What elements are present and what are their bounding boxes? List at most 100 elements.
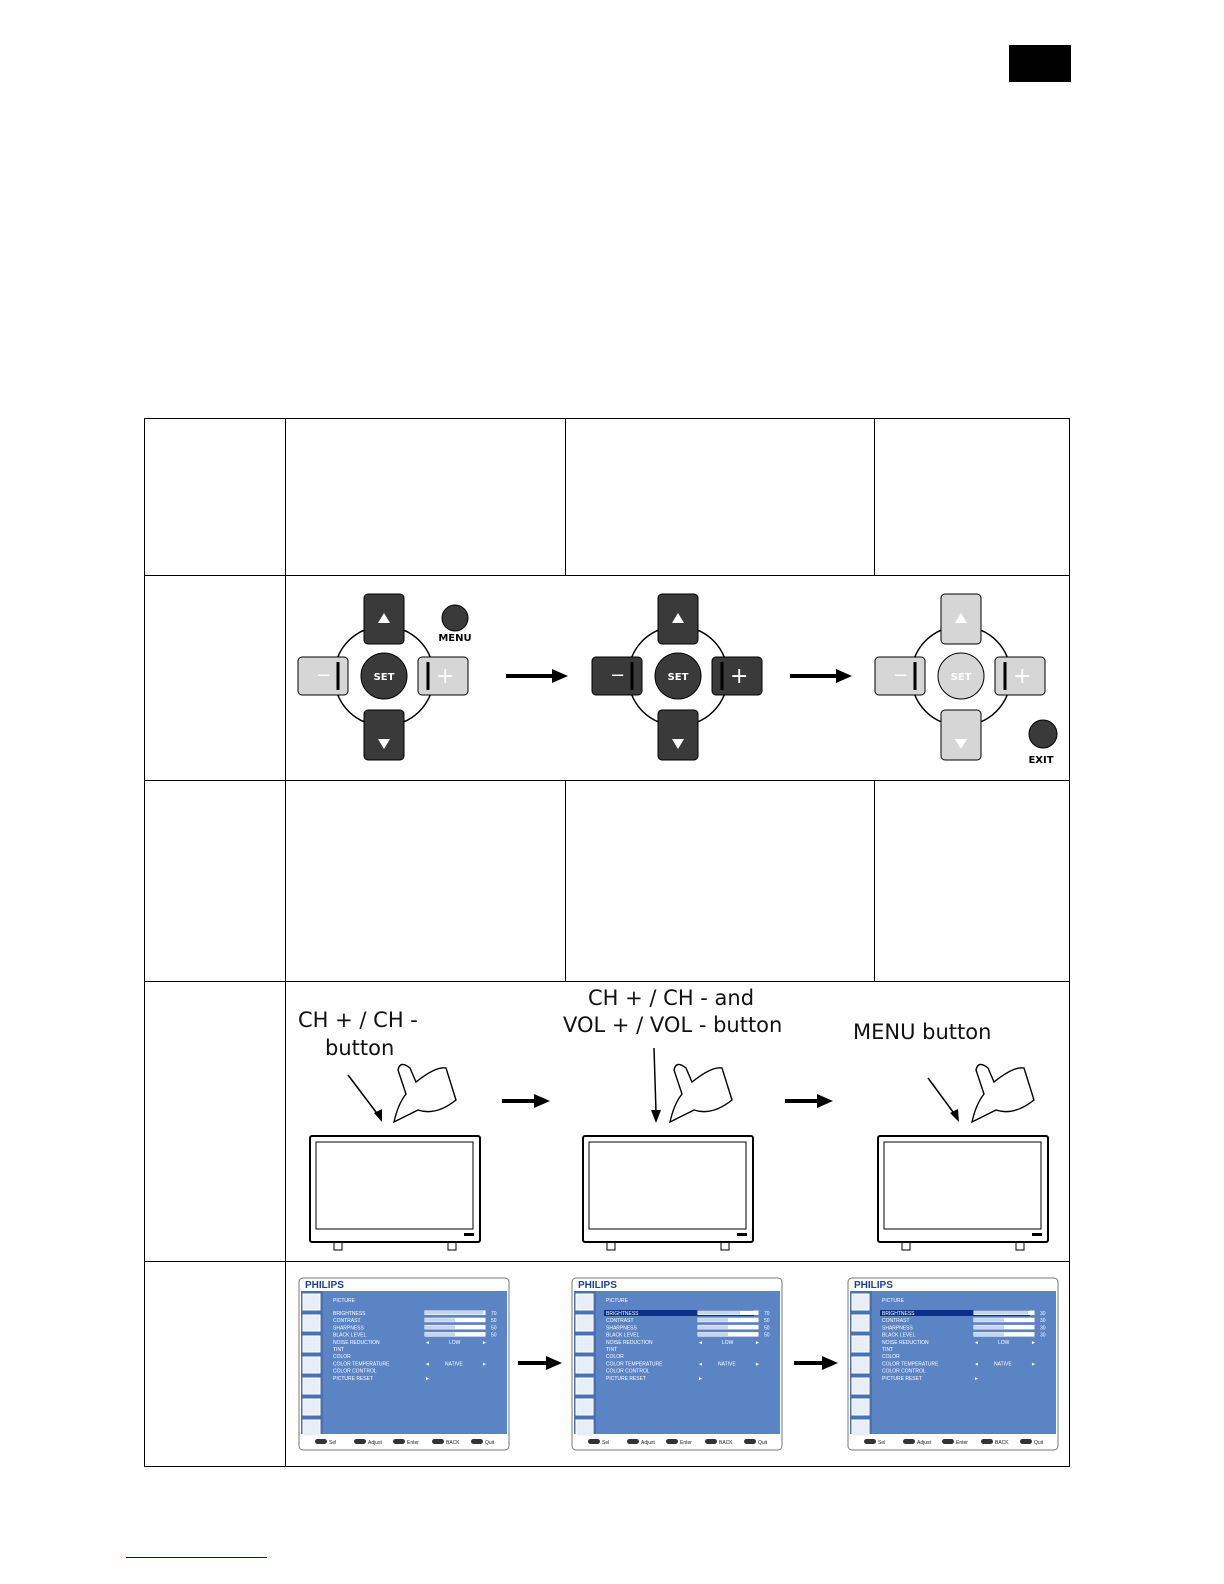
osd-footer-key-icon bbox=[903, 1439, 916, 1444]
down-arrow-icon bbox=[955, 739, 968, 749]
osd-item-label: SHARPNESS bbox=[882, 1325, 914, 1331]
monitor-3 bbox=[877, 1135, 1050, 1251]
down-arrow-icon bbox=[672, 739, 685, 749]
osd-footer-label: Quit bbox=[1034, 1440, 1044, 1446]
osd-slider-fill bbox=[698, 1318, 729, 1322]
hand-illustration-cell: CH + / CH - button CH + / CH - and bbox=[285, 981, 1070, 1262]
osd-footer-label: BACK bbox=[719, 1440, 733, 1446]
plus-button bbox=[711, 656, 763, 696]
osd-slider-fill bbox=[974, 1311, 1029, 1315]
footer-link-underline bbox=[126, 1557, 267, 1558]
pip-icon bbox=[575, 1356, 594, 1374]
osd-item-label: NOISE REDUCTION bbox=[333, 1340, 380, 1346]
up-arrow-icon bbox=[378, 613, 391, 623]
audio-icon bbox=[302, 1335, 321, 1353]
keypad-sequence-illustration: − + SET MENU bbox=[297, 593, 1058, 766]
minus-icon: − bbox=[610, 665, 625, 686]
screen-icon bbox=[302, 1314, 321, 1332]
set-button bbox=[360, 652, 408, 700]
screen-icon bbox=[851, 1314, 870, 1332]
osd-item-label: BLACK LEVEL bbox=[333, 1333, 367, 1339]
osd-item-label: COLOR bbox=[882, 1354, 900, 1360]
step1-label-line1: CH + / CH - bbox=[298, 1008, 418, 1032]
osd-item-label: CONTRAST bbox=[333, 1318, 361, 1324]
picture-icon bbox=[302, 1293, 321, 1311]
osd-item-label: SHARPNESS bbox=[606, 1325, 638, 1331]
text-cell bbox=[565, 780, 875, 982]
text-cell bbox=[285, 780, 567, 982]
osd-item-label: BRIGHTNESS bbox=[333, 1311, 366, 1317]
osd-slider-fill bbox=[974, 1318, 1005, 1322]
osd-slider-value: 70 bbox=[764, 1311, 770, 1317]
down-button bbox=[940, 709, 982, 761]
osd-menu-title: PICTURE bbox=[333, 1298, 356, 1304]
osd-item-label: NOISE REDUCTION bbox=[882, 1340, 929, 1346]
osd-footer-key-icon bbox=[432, 1439, 445, 1444]
osd-left-chevron-icon: ◄ bbox=[425, 1361, 430, 1367]
osd-footer-key-icon bbox=[354, 1439, 367, 1444]
osd-footer-key-icon bbox=[393, 1439, 406, 1444]
set-button bbox=[654, 652, 702, 700]
step2-label-line2: VOL + / VOL - button bbox=[563, 1013, 782, 1037]
plus-icon: + bbox=[730, 664, 748, 689]
osd-footer-label: Adjust bbox=[368, 1440, 383, 1446]
down-button bbox=[363, 709, 405, 761]
osd-item-label: NOISE REDUCTION bbox=[606, 1340, 653, 1346]
osd-item-label: BLACK LEVEL bbox=[606, 1333, 640, 1339]
osd-slider-fill bbox=[698, 1325, 729, 1329]
osd-slider-value: 50 bbox=[764, 1318, 770, 1324]
osd-arrow-1 bbox=[518, 1356, 563, 1370]
osd-slider-value: 50 bbox=[491, 1325, 497, 1331]
osd-slider-value: 50 bbox=[491, 1318, 497, 1324]
row-header-cell bbox=[143, 981, 287, 1262]
osd-item-label: SHARPNESS bbox=[333, 1325, 365, 1331]
keypad-row: − + SET MENU bbox=[143, 575, 1070, 781]
philips-logo: PHILIPS bbox=[854, 1280, 893, 1291]
osd-left-chevron-icon: ◄ bbox=[425, 1340, 430, 1346]
configuration2-icon bbox=[851, 1398, 870, 1416]
hand-row: CH + / CH - button CH + / CH - and bbox=[143, 981, 1070, 1262]
osd-footer-label: Quit bbox=[485, 1440, 495, 1446]
osd-footer-label: Enter bbox=[407, 1440, 419, 1446]
configuration2-icon bbox=[302, 1398, 321, 1416]
configuration1-icon bbox=[851, 1377, 870, 1395]
osd-footer-label: Quit bbox=[758, 1440, 768, 1446]
screen-icon bbox=[575, 1314, 594, 1332]
advanced-icon bbox=[302, 1419, 321, 1437]
osd-footer-key-icon bbox=[1020, 1439, 1033, 1444]
set-label: SET bbox=[951, 672, 972, 683]
osd-footer-key-icon bbox=[942, 1439, 955, 1444]
osd-item-label: PICTURE RESET bbox=[882, 1376, 922, 1382]
monitor-2 bbox=[582, 1135, 755, 1251]
hand-sequence-illustration: CH + / CH - button CH + / CH - and bbox=[298, 986, 1050, 1251]
hand-icon bbox=[393, 1063, 457, 1124]
text-cell bbox=[873, 418, 1071, 576]
osd-item-label: COLOR CONTROL bbox=[333, 1369, 377, 1375]
osd-item-label: PICTURE RESET bbox=[333, 1376, 373, 1382]
osd-item-label: CONTRAST bbox=[606, 1318, 634, 1324]
osd-left-chevron-icon: ◄ bbox=[698, 1361, 703, 1367]
hand-icon bbox=[669, 1063, 733, 1124]
audio-icon bbox=[575, 1335, 594, 1353]
keypad-illustration-cell: − + SET MENU bbox=[285, 575, 1070, 781]
menu-button bbox=[441, 604, 469, 632]
osd-item-label: COLOR bbox=[333, 1354, 351, 1360]
osd-item-label: COLOR TEMPERATURE bbox=[882, 1361, 939, 1367]
osd-right-chevron-icon: ► bbox=[1031, 1361, 1036, 1367]
osd-slider-value: 50 bbox=[764, 1333, 770, 1339]
picture-icon bbox=[851, 1293, 870, 1311]
osd-slider-fill bbox=[698, 1311, 741, 1315]
osd-item-label: BRIGHTNESS bbox=[882, 1311, 915, 1317]
osd-footer-key-icon bbox=[981, 1439, 994, 1444]
osd-right-chevron-icon: ► bbox=[482, 1361, 487, 1367]
configuration1-icon bbox=[575, 1377, 594, 1395]
philips-logo: PHILIPS bbox=[305, 1280, 344, 1291]
osd-footer-label: Sel bbox=[602, 1440, 609, 1446]
osd-left-chevron-icon: ◄ bbox=[698, 1340, 703, 1346]
up-arrow-icon bbox=[672, 613, 685, 623]
osd-footer-key-icon bbox=[588, 1439, 601, 1444]
down-button bbox=[657, 709, 699, 761]
hand-icon bbox=[971, 1063, 1035, 1124]
